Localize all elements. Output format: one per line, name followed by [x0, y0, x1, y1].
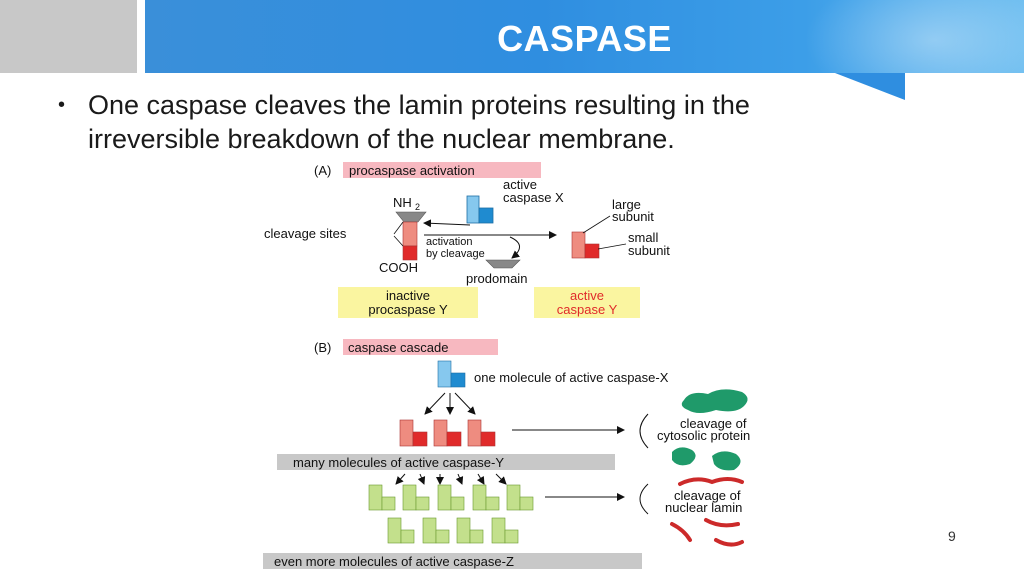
lamin-label-2: nuclear lamin [665, 500, 742, 515]
bullet-marker: • [58, 94, 66, 116]
bullet-text: One caspase cleaves the lamin proteins r… [88, 90, 750, 154]
header-shine [804, 0, 1024, 73]
procaspase-body-dark [402, 245, 418, 261]
arrow-x-to-procaspase [423, 219, 471, 228]
cooh-label: COOH [379, 260, 418, 275]
lamin-label-1: cleavage of [674, 488, 741, 503]
small-subunit-label-2: subunit [628, 243, 670, 258]
prodomain-on-procaspase [395, 211, 427, 223]
lamin-fragment-3 [704, 518, 740, 528]
cascade-arrow-x-1 [424, 392, 446, 415]
inactive-procaspase-y-2: procaspase Y [368, 302, 448, 317]
active-caspase-x-label-1: active [503, 177, 537, 192]
cytosolic-bracket [639, 413, 649, 449]
large-subunit-label-2: subunit [612, 209, 654, 224]
caspase-x-molecule [437, 360, 466, 388]
panel-b-label: (B) [314, 340, 331, 355]
cascade-arrow-x-3 [454, 392, 476, 415]
panel-a-title: procaspase activation [349, 163, 475, 178]
page-number: 9 [948, 528, 956, 544]
lamin-fragment-2 [670, 522, 692, 542]
cleavage-pointer-1 [393, 221, 404, 235]
inactive-procaspase-y-bg [338, 287, 478, 318]
prodomain-label: prodomain [466, 271, 527, 286]
active-caspase-y-2: caspase Y [557, 302, 618, 317]
panel-a-label: (A) [314, 163, 331, 178]
even-more-bg [263, 553, 642, 569]
nh2-subscript: 2 [415, 202, 420, 212]
active-caspase-y-bg [534, 287, 640, 318]
inactive-procaspase-y-1: inactive [386, 288, 430, 303]
lamin-fragment-4 [714, 538, 744, 547]
caspase-y-molecules [399, 419, 496, 447]
activation-label-2: by cleavage [426, 248, 485, 260]
slide-title: CASPASE [497, 18, 672, 59]
many-molecules-label: many molecules of active caspase-Y [293, 455, 504, 470]
panel-a-title-bg [343, 162, 541, 178]
cytosolic-protein-blob-1 [681, 389, 748, 413]
cytosolic-protein-blob-3 [712, 451, 741, 471]
panel-b-title: caspase cascade [348, 340, 448, 355]
cascade-arrows-y-to-z [395, 473, 507, 485]
cleavage-sites-label: cleavage sites [264, 226, 347, 241]
even-more-label: even more molecules of active caspase-Z [274, 554, 514, 569]
many-molecules-bg [277, 454, 615, 470]
released-prodomain-shape [485, 259, 521, 269]
cleavage-pointer-2 [393, 235, 404, 247]
lamin-bracket [639, 483, 649, 515]
header-ribbon-tail [835, 73, 905, 100]
caspase-z-molecules-row1 [368, 484, 534, 511]
nh2-label: NH [393, 195, 412, 210]
small-subunit-pointer [597, 243, 627, 250]
one-molecule-label: one molecule of active caspase-X [474, 370, 669, 385]
active-caspase-y-icon [571, 231, 600, 259]
cytosolic-protein-blob-2 [672, 447, 696, 466]
large-subunit-pointer [582, 215, 611, 234]
panel-b-title-bg [343, 339, 498, 355]
cytosolic-label-1: cleavage of [680, 416, 747, 431]
activation-label-1: activation [426, 236, 472, 248]
cytosolic-label-2: cytosolic protein [657, 428, 750, 443]
active-caspase-x-label-2: caspase X [503, 190, 564, 205]
active-caspase-x-icon [466, 195, 494, 224]
small-subunit-label-1: small [628, 230, 658, 245]
large-subunit-label-1: large [612, 197, 641, 212]
corner-gray-block [0, 0, 137, 73]
prodomain-release-arrow [509, 236, 520, 259]
title-bar: CASPASE [145, 0, 1024, 73]
procaspase-body-light [402, 221, 418, 247]
active-caspase-y-1: active [570, 288, 604, 303]
lamin-fragment-1 [678, 477, 744, 486]
caspase-z-molecules-row2 [387, 517, 519, 544]
